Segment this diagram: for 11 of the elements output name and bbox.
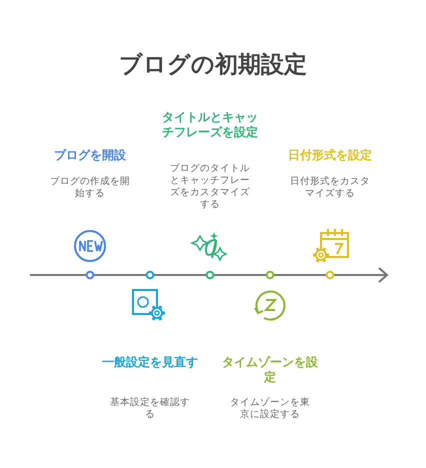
step-description: 基本設定を確認する — [109, 397, 191, 421]
step-heading: タイムゾーンを設定 — [222, 355, 318, 385]
step-heading: タイトルとキャッチフレーズを設定 — [162, 110, 258, 140]
title: ブログの初期設定 — [118, 51, 308, 80]
step-heading: 一般設定を見直す — [102, 355, 198, 370]
step-description: 日付形式をカスタマイズする — [289, 176, 371, 200]
step-description: タイムゾーンを東京に設定する — [229, 397, 311, 421]
step-heading: ブログを開設 — [53, 148, 127, 163]
step-heading: 日付形式を設定 — [287, 148, 373, 163]
step-description: ブログのタイトルとキャッチフレーズをカスタマイズする — [169, 163, 251, 211]
step-description: ブログの作成を開始する — [49, 176, 131, 200]
